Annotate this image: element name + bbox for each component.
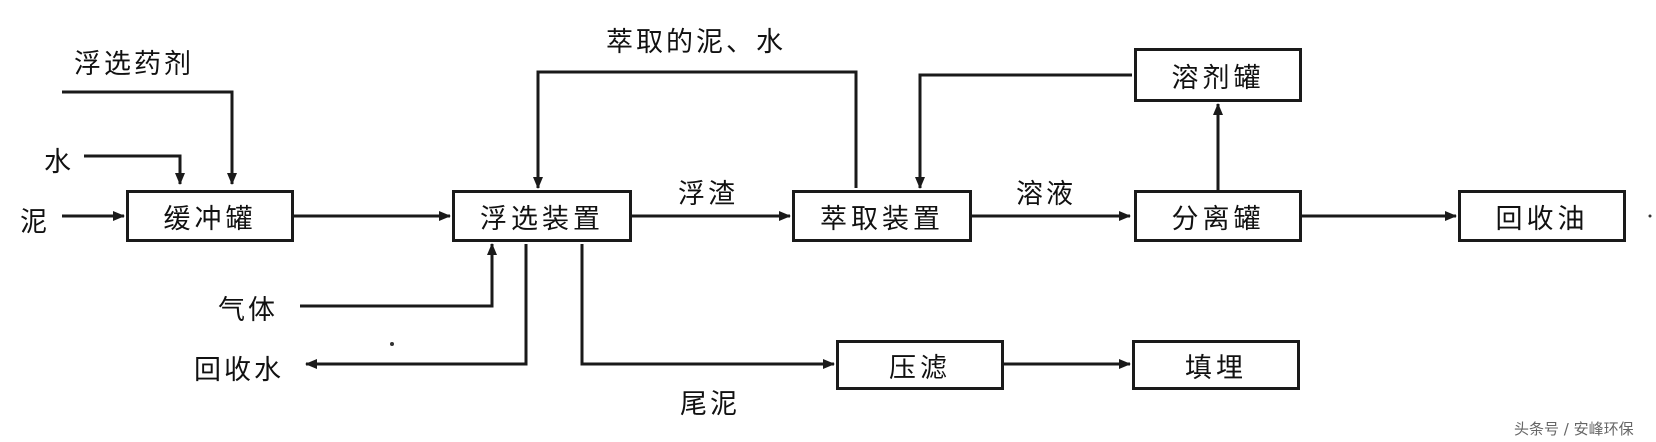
flotation-unit-node: 浮选装置 xyxy=(452,190,632,242)
extraction-unit-node: 萃取装置 xyxy=(792,190,972,242)
separation-tank-node: 分离罐 xyxy=(1134,190,1302,242)
sludge-label: 泥 xyxy=(20,207,50,238)
gas-label: 气体 xyxy=(218,295,278,326)
scan-speck xyxy=(1648,214,1652,218)
press-filter-node: 压滤 xyxy=(836,340,1004,390)
extracted-sludge-return-arrow xyxy=(533,70,858,189)
buffer-tank-node: 缓冲罐 xyxy=(126,190,294,242)
landfill-node: 填埋 xyxy=(1132,340,1300,390)
solvent-to-extraction-arrow xyxy=(915,73,1132,189)
recovered-water-label: 回收水 xyxy=(194,355,284,386)
water-label: 水 xyxy=(44,147,74,178)
solvent-tank-node: 溶剂罐 xyxy=(1134,48,1302,102)
flotation-agent-arrow xyxy=(62,90,237,185)
gas-arrow xyxy=(300,243,497,308)
watermark: 头条号 / 安峰环保 xyxy=(1514,420,1634,438)
solution-label: 溶液 xyxy=(1016,179,1076,210)
tailings-arrow xyxy=(580,244,835,369)
recovered-water-arrow xyxy=(305,244,528,369)
scum-label: 浮渣 xyxy=(678,179,738,210)
water-arrow xyxy=(84,154,185,185)
extracted-sludge-water-label: 萃取的泥、水 xyxy=(606,27,786,58)
tailings-sludge-label: 尾泥 xyxy=(680,389,740,420)
scan-speck xyxy=(390,342,394,346)
recovered-oil-node: 回收油 xyxy=(1458,190,1626,242)
flotation-agent-label: 浮选药剂 xyxy=(74,49,194,80)
